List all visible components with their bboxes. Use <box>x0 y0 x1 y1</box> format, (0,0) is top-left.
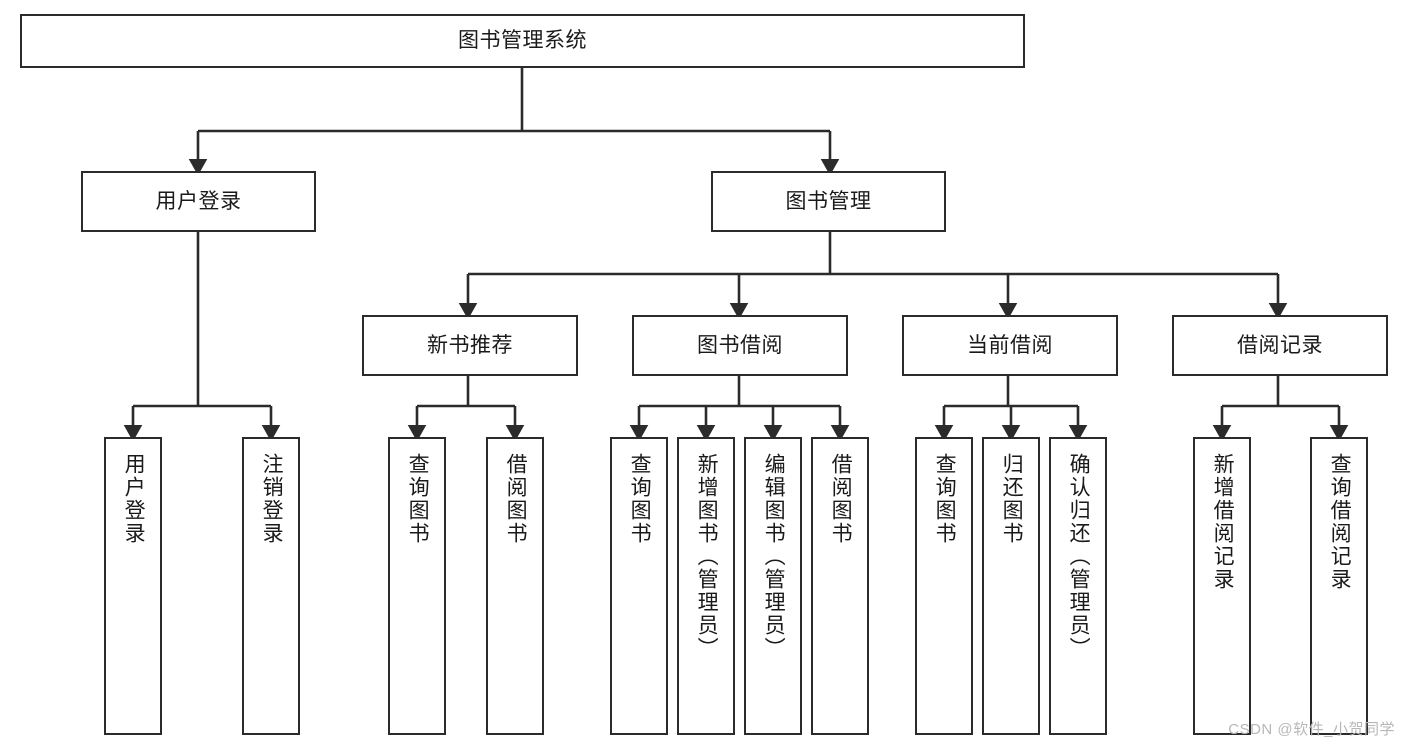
leaf-return-book[interactable]: 归还图书 <box>982 437 1040 735</box>
leaf-query-record[interactable]: 查询借阅记录 <box>1310 437 1368 735</box>
node-new-book-recommend[interactable]: 新书推荐 <box>362 315 578 376</box>
node-book-borrow-label: 图书借阅 <box>697 333 783 357</box>
node-new-book-recommend-label: 新书推荐 <box>427 333 513 357</box>
leaf-query-book-a[interactable]: 查询图书 <box>388 437 446 735</box>
leaf-return-book-label: 归还图书 <box>1000 453 1024 545</box>
node-root[interactable]: 图书管理系统 <box>20 14 1025 68</box>
leaf-logout[interactable]: 注销登录 <box>242 437 300 735</box>
leaf-edit-book[interactable]: 编辑图书（管理员） <box>744 437 802 735</box>
leaf-borrow-book-b[interactable]: 借阅图书 <box>811 437 869 735</box>
leaf-add-record-label: 新增借阅记录 <box>1211 453 1235 591</box>
node-current-borrow[interactable]: 当前借阅 <box>902 315 1118 376</box>
leaf-confirm-return[interactable]: 确认归还（管理员） <box>1049 437 1107 735</box>
node-borrow-record-label: 借阅记录 <box>1237 333 1323 357</box>
leaf-borrow-book-b-label: 借阅图书 <box>829 453 853 545</box>
leaf-query-book-a-label: 查询图书 <box>406 453 430 545</box>
leaf-add-book-label: 新增图书（管理员） <box>695 453 719 660</box>
leaf-add-book[interactable]: 新增图书（管理员） <box>677 437 735 735</box>
node-root-label: 图书管理系统 <box>458 29 587 53</box>
node-user-login[interactable]: 用户登录 <box>81 171 316 232</box>
node-current-borrow-label: 当前借阅 <box>967 333 1053 357</box>
leaf-add-record[interactable]: 新增借阅记录 <box>1193 437 1251 735</box>
node-book-borrow[interactable]: 图书借阅 <box>632 315 848 376</box>
leaf-user-login-label: 用户登录 <box>122 453 146 545</box>
leaf-query-book-c[interactable]: 查询图书 <box>915 437 973 735</box>
leaf-borrow-book-a[interactable]: 借阅图书 <box>486 437 544 735</box>
leaf-borrow-book-a-label: 借阅图书 <box>504 453 528 545</box>
leaf-query-book-b[interactable]: 查询图书 <box>610 437 668 735</box>
leaf-user-login[interactable]: 用户登录 <box>104 437 162 735</box>
csdn-watermark: CSDN @软件_小贺同学 <box>1228 721 1395 738</box>
node-user-login-label: 用户登录 <box>155 189 242 213</box>
leaf-query-book-c-label: 查询图书 <box>933 453 957 545</box>
leaf-edit-book-label: 编辑图书（管理员） <box>762 453 786 660</box>
node-book-manage[interactable]: 图书管理 <box>711 171 946 232</box>
leaf-query-record-label: 查询借阅记录 <box>1328 453 1352 591</box>
leaf-confirm-return-label: 确认归还（管理员） <box>1067 453 1091 660</box>
leaf-logout-label: 注销登录 <box>260 453 284 545</box>
leaf-query-book-b-label: 查询图书 <box>628 453 652 545</box>
node-book-manage-label: 图书管理 <box>785 189 872 213</box>
node-borrow-record[interactable]: 借阅记录 <box>1172 315 1388 376</box>
